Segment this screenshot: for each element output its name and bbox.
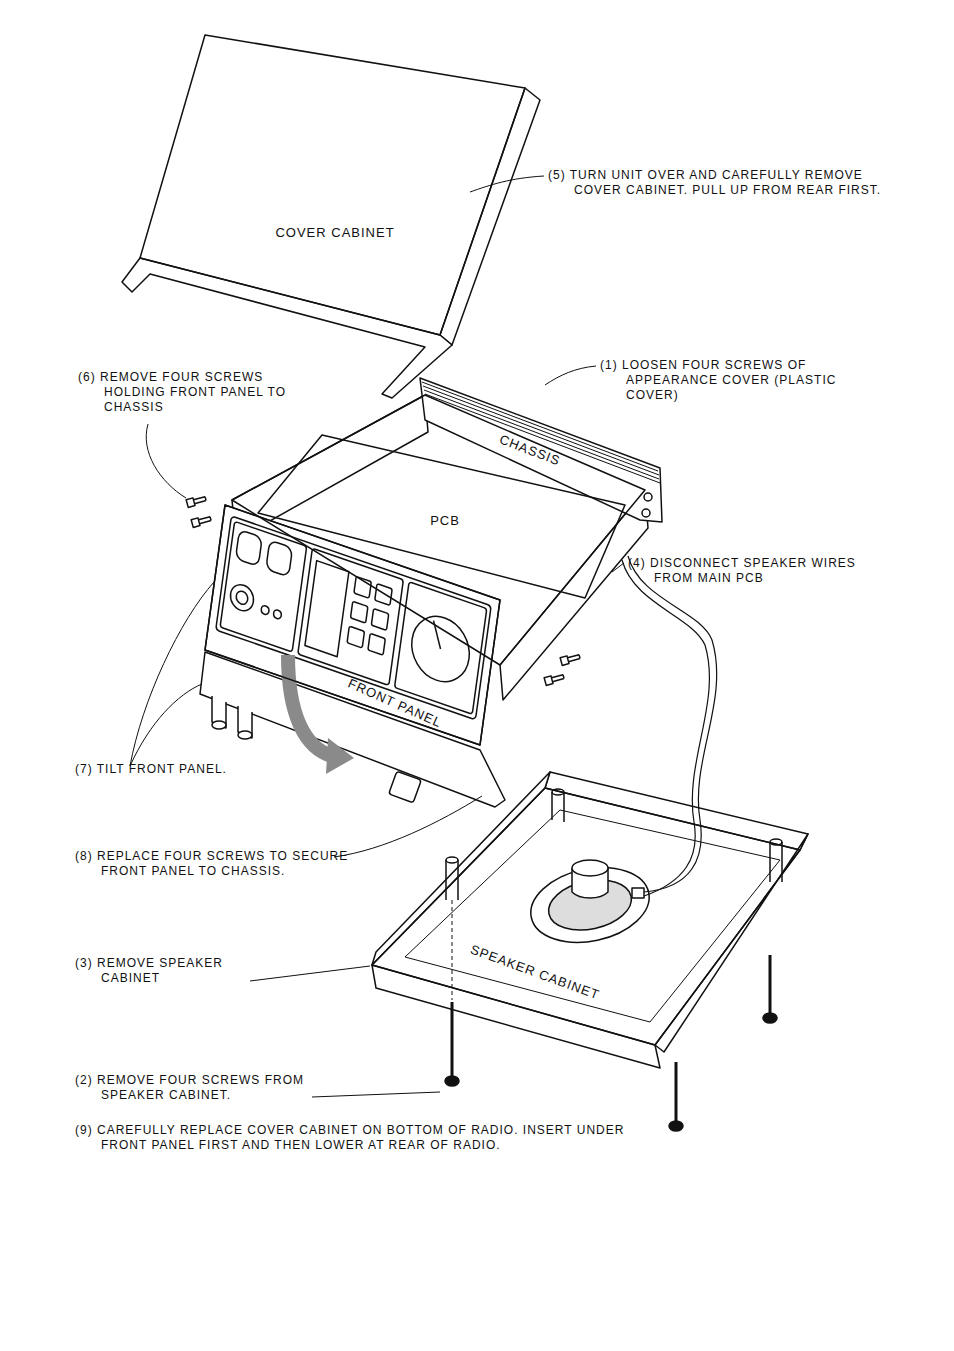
mic-socket <box>229 581 255 614</box>
cover-grille <box>422 382 660 483</box>
knob-cap <box>238 731 252 739</box>
leader-line <box>130 582 214 766</box>
key <box>375 584 392 606</box>
callout-text: (5) TURN UNIT OVER AND CAREFULLY REMOVE … <box>548 168 909 198</box>
part-region: CHASSIS PCB <box>225 375 670 705</box>
callout-text: (1) LOOSEN FOUR SCREWS OF APPEARANCE COV… <box>600 358 891 403</box>
part-name: SPEAKER CABINET <box>468 942 601 1003</box>
knob <box>212 696 252 738</box>
tilt-arrowhead <box>326 738 354 774</box>
screw <box>769 955 772 1015</box>
switch <box>266 540 293 577</box>
part-outline <box>140 35 525 335</box>
screw <box>675 1062 678 1122</box>
screw-head <box>445 1076 459 1086</box>
callout-text: (8) REPLACE FOUR SCREWS TO SECURE FRONT … <box>75 849 359 879</box>
part-outline <box>225 375 670 705</box>
leader-line <box>470 176 544 192</box>
mounting-post <box>446 860 458 900</box>
speaker-magnet <box>572 860 608 876</box>
part-region: SPEAKER CABINET <box>365 780 815 1080</box>
square-knob <box>389 771 422 802</box>
knob-cap <box>212 721 226 729</box>
part-outline <box>232 395 645 665</box>
tilt-arrow <box>288 655 332 756</box>
switch <box>235 530 262 567</box>
indicator <box>261 605 270 616</box>
key <box>368 633 385 655</box>
callout-text: (6) REMOVE FOUR SCREWS HOLDING FRONT PAN… <box>78 370 319 415</box>
dial-pointer <box>430 621 444 649</box>
indicator <box>273 609 282 620</box>
leader-line <box>250 966 370 981</box>
callout-text: (7) TILT FRONT PANEL. <box>75 762 311 777</box>
part-outline <box>110 30 550 405</box>
part-name: PCB <box>430 513 460 528</box>
screw <box>191 515 211 528</box>
part-outline <box>372 788 800 1045</box>
part-region: FRONT PANEL <box>195 500 505 760</box>
leader-line <box>130 684 202 766</box>
speaker-wire <box>622 560 709 896</box>
screw <box>544 673 564 686</box>
callout-text: (4) DISCONNECT SPEAKER WIRES FROM MAIN P… <box>628 556 899 586</box>
leader-line <box>545 366 596 385</box>
screw <box>451 1002 454 1078</box>
part-region: COVER CABINET <box>110 30 550 405</box>
part-outline <box>365 780 815 1080</box>
key <box>350 601 367 623</box>
speaker-terminal <box>632 888 644 898</box>
screw <box>560 653 580 666</box>
key <box>371 609 388 631</box>
cover-side-wall <box>440 88 540 345</box>
mic-socket-pin <box>235 590 248 606</box>
part-region: PCB <box>250 425 630 610</box>
control-module <box>220 521 307 652</box>
callout-text: (3) REMOVE SPEAKER CABINET <box>75 956 236 986</box>
screw-head <box>763 1013 777 1023</box>
part-name: COVER CABINET <box>275 225 394 240</box>
part-outline <box>205 505 500 745</box>
part-outline <box>195 500 505 760</box>
mounting-post <box>446 857 458 863</box>
display-module <box>298 548 404 685</box>
channel-dial <box>408 608 473 690</box>
callout-text: (9) CAREFULLY REPLACE COVER CABINET ON B… <box>75 1123 646 1153</box>
front-panel-lower-edge <box>200 652 505 807</box>
key <box>347 626 364 648</box>
alignment-line <box>452 900 453 1000</box>
screw-head <box>669 1121 683 1131</box>
parts <box>122 88 808 1131</box>
appearance-cover <box>420 378 662 522</box>
speaker-frame <box>524 857 656 952</box>
display <box>305 561 349 657</box>
speaker-cabinet-back-wall <box>545 772 808 850</box>
leader-line <box>612 563 624 572</box>
part-name: CHASSIS <box>497 432 562 469</box>
mounting-post <box>552 792 564 822</box>
speaker-cabinet-front-lip <box>372 965 660 1068</box>
screw <box>186 495 206 508</box>
leader-line <box>146 424 186 498</box>
callout-text: (2) REMOVE FOUR SCREWS FROM SPEAKER CABI… <box>75 1073 336 1103</box>
leader-line <box>312 1092 440 1097</box>
cover-screw <box>642 509 650 517</box>
cover-screw <box>644 493 652 501</box>
part-outline <box>258 435 625 598</box>
leader-line <box>334 796 482 857</box>
speaker-cabinet-left-wall <box>372 772 550 965</box>
